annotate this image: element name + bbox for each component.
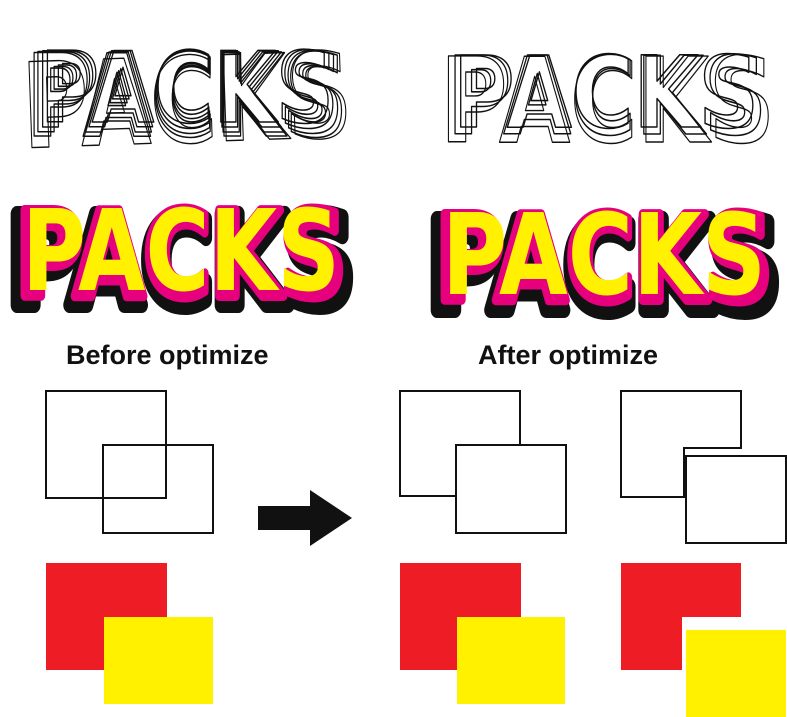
after-wireframe-logo: PACKS PACKS PACKS bbox=[439, 31, 775, 170]
clean-outline-middle: PACKS bbox=[447, 35, 767, 160]
separated-outline-back bbox=[620, 390, 742, 498]
after-filled-squares bbox=[400, 563, 565, 704]
clean-outline-outer: PACKS bbox=[440, 32, 775, 170]
before-logo-magenta-outline: PACKS bbox=[16, 186, 346, 324]
wireframe-outline-4: PACKS bbox=[40, 32, 334, 146]
wireframe-outline-3: PACKS bbox=[35, 30, 339, 152]
wireframe-outer-shadow: PACKS bbox=[20, 26, 355, 175]
before-optimize-label: Before optimize bbox=[66, 340, 269, 370]
before-yellow-square bbox=[104, 617, 213, 704]
after-outline-square-front bbox=[455, 444, 567, 534]
separated-filled-squares bbox=[621, 563, 786, 717]
after-optimize-label: After optimize bbox=[478, 340, 659, 370]
before-filled-squares bbox=[46, 563, 213, 704]
after-overlapping-outlines bbox=[399, 390, 567, 534]
separated-outlines bbox=[620, 390, 787, 544]
after-yellow-square bbox=[457, 617, 565, 704]
after-logo-black-shadow: PACKS bbox=[428, 195, 780, 340]
separated-outline-front bbox=[685, 455, 787, 544]
clean-outline-inner: PACKS bbox=[453, 36, 759, 151]
before-colored-logo: PACKS PACKS PACKS bbox=[0, 181, 362, 343]
separated-red-shape bbox=[621, 563, 741, 670]
before-wireframe-logo: PACKS PACKS PACKS PACKS PACKS bbox=[19, 26, 355, 177]
before-overlapping-outlines bbox=[45, 390, 214, 534]
after-outline-back-trimmed bbox=[399, 390, 521, 497]
wireframe-outline-1: PACKS bbox=[26, 30, 348, 163]
after-logo-yellow-fill: PACKS bbox=[442, 191, 766, 321]
after-logo-magenta-outline: PACKS bbox=[436, 190, 772, 328]
after-colored-logo: PACKS PACKS PACKS bbox=[420, 185, 787, 348]
separated-yellow-square bbox=[686, 630, 786, 717]
right-arrow-icon bbox=[258, 490, 352, 546]
before-logo-black-shadow: PACKS bbox=[8, 190, 354, 335]
wireframe-outline-2: PACKS bbox=[30, 30, 344, 158]
before-outline-square-front bbox=[102, 444, 214, 534]
before-logo-yellow-fill: PACKS bbox=[22, 187, 340, 317]
